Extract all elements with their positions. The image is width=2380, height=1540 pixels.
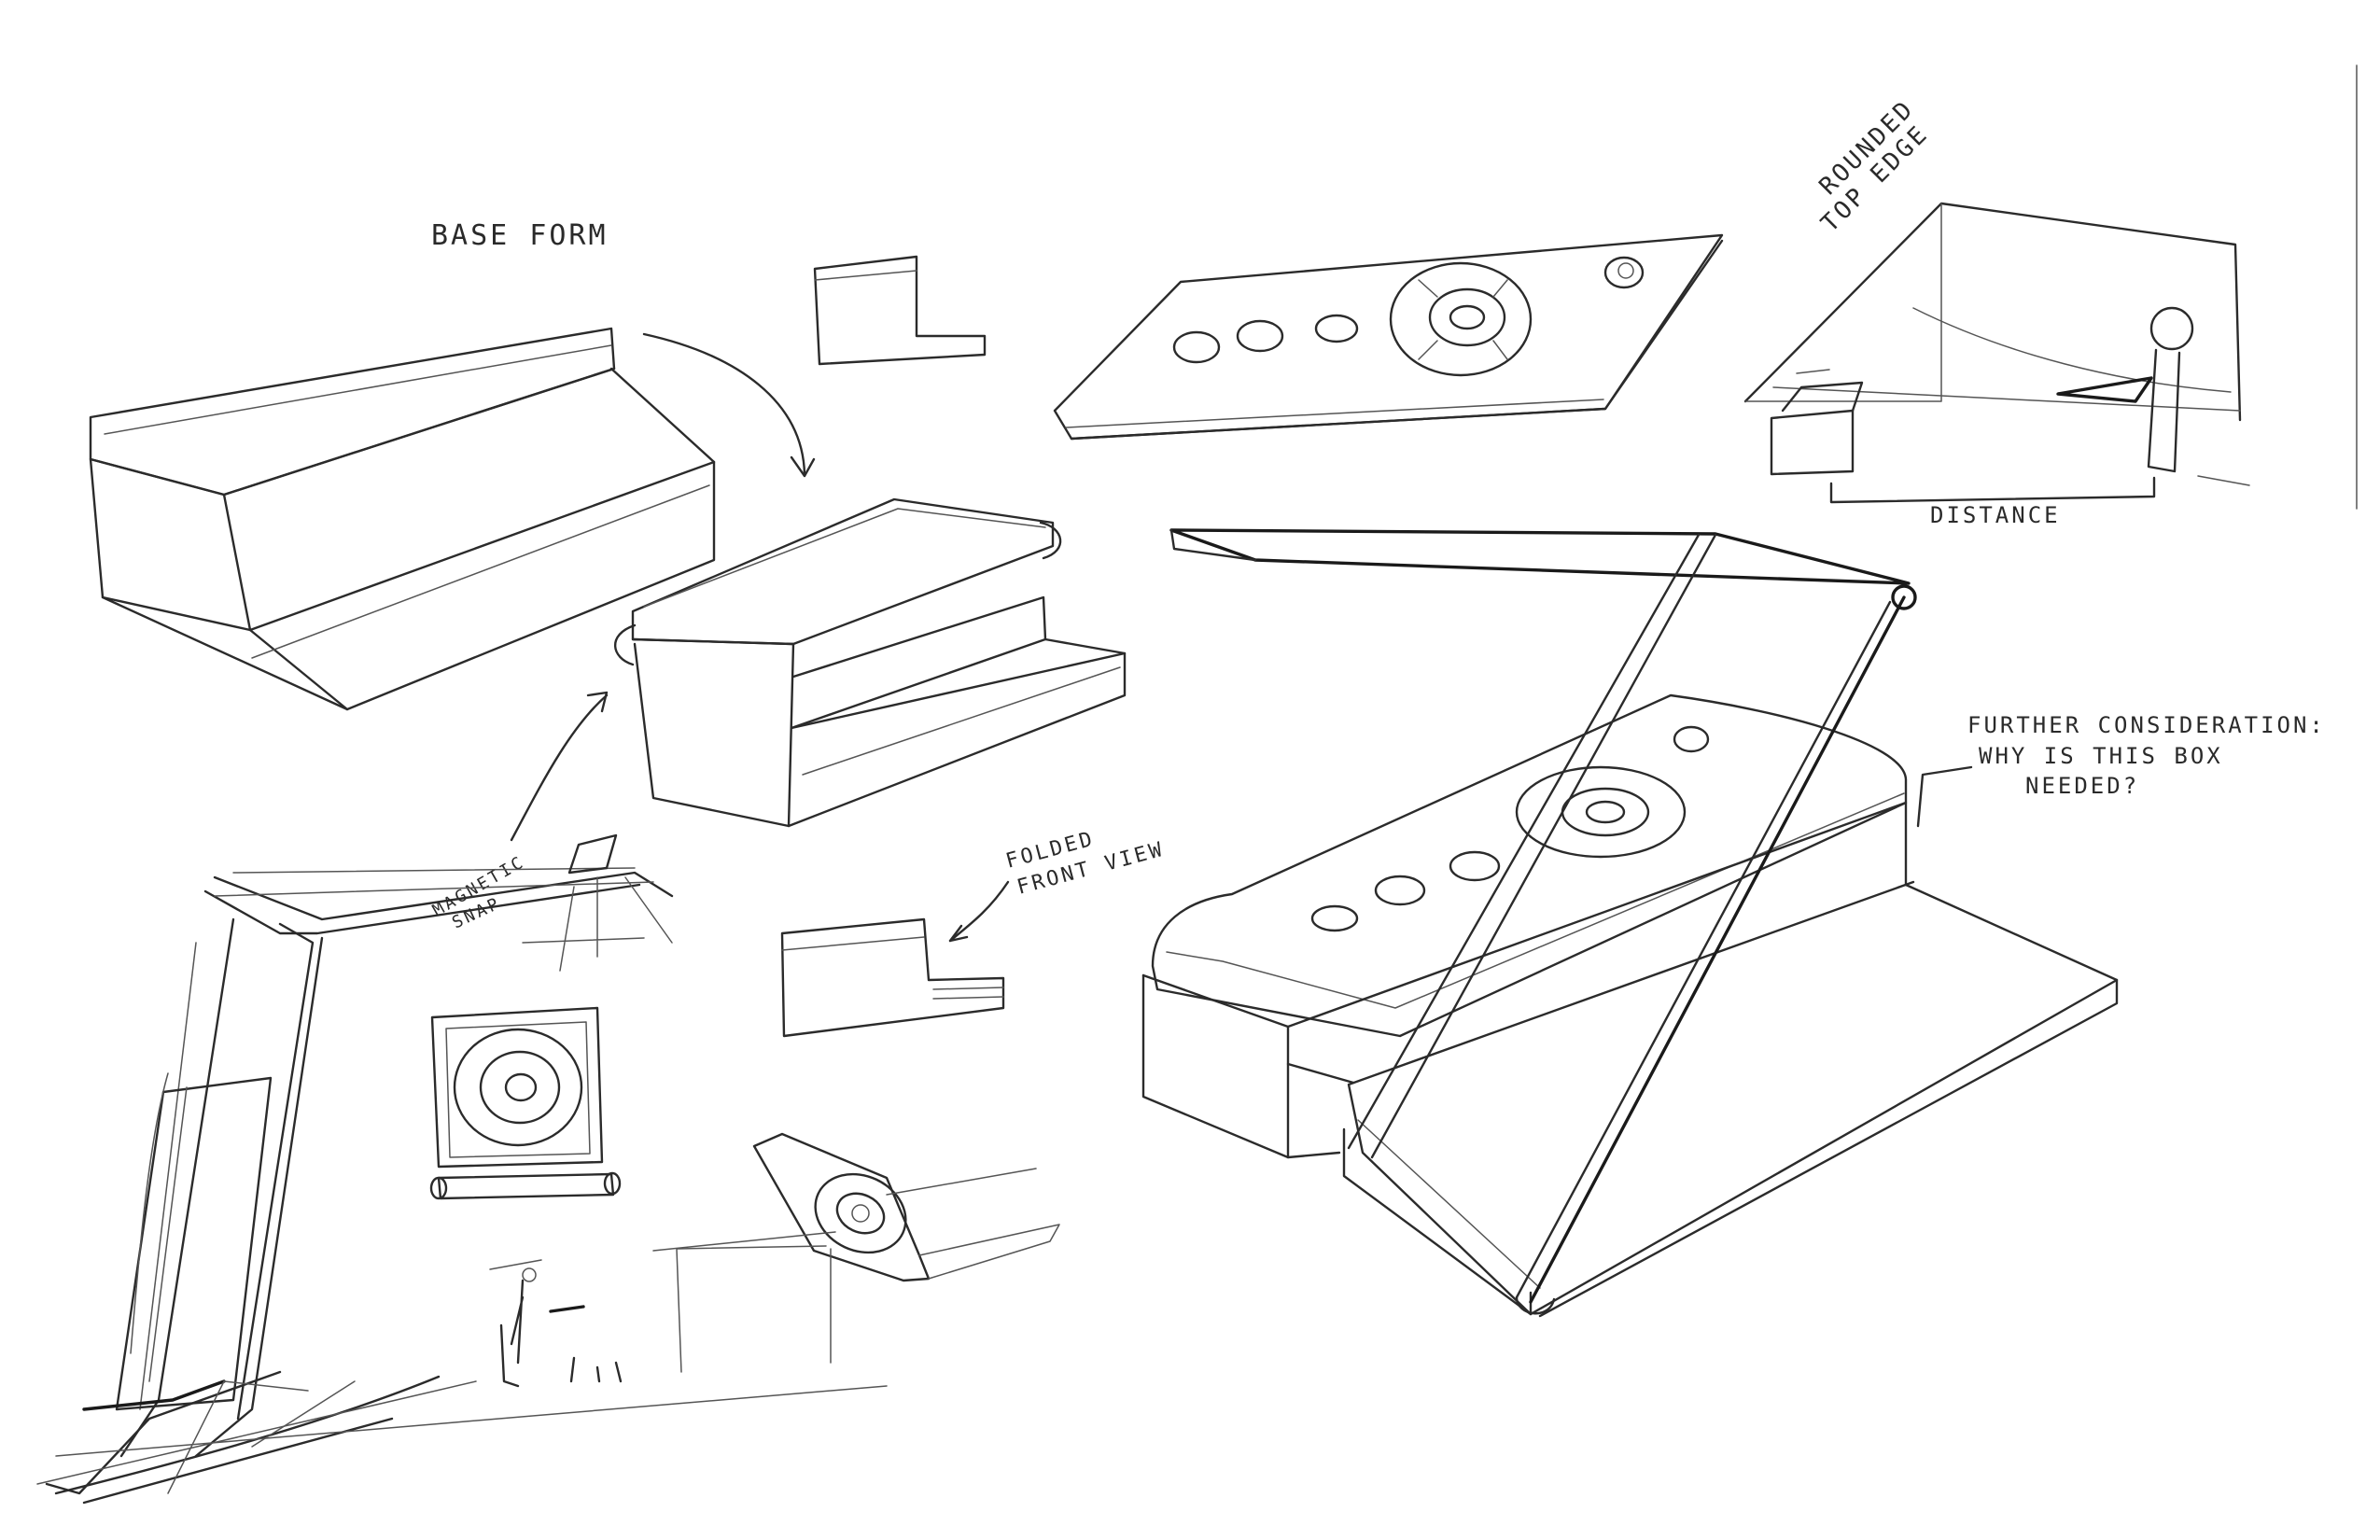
room-perspective-sketch: MAGNETIC SNAP xyxy=(36,833,888,1505)
note-line3: NEEDED? xyxy=(2025,773,2139,799)
remote-top-sketch xyxy=(1053,233,1724,441)
speaker-front-sketch xyxy=(429,1006,622,1200)
further-consideration-note: FURTHER CONSIDERATION: WHY IS THIS BOX N… xyxy=(1916,712,2326,828)
side-profile-sketch xyxy=(813,255,987,366)
note-line2: WHY IS THIS BOX xyxy=(1979,743,2223,769)
label-base-form: BASE FORM xyxy=(431,219,609,252)
distance-scene-sketch: ROUNDED TOP EDGE DISTANCE xyxy=(1743,64,2358,528)
snap-arrow xyxy=(510,693,609,842)
folded-front-view-sketch: FOLDED FRONT VIEW xyxy=(780,827,1167,1038)
note-line1: FURTHER CONSIDERATION: xyxy=(1967,712,2326,738)
transition-arrow xyxy=(642,332,806,476)
label-distance: DISTANCE xyxy=(1930,502,2061,528)
remote-stand-sketch xyxy=(1141,528,2119,1318)
lid-box-sketch xyxy=(613,497,1127,828)
base-form-sketch: BASE FORM xyxy=(89,219,716,711)
speaker-angled-sketch xyxy=(652,1132,1060,1282)
